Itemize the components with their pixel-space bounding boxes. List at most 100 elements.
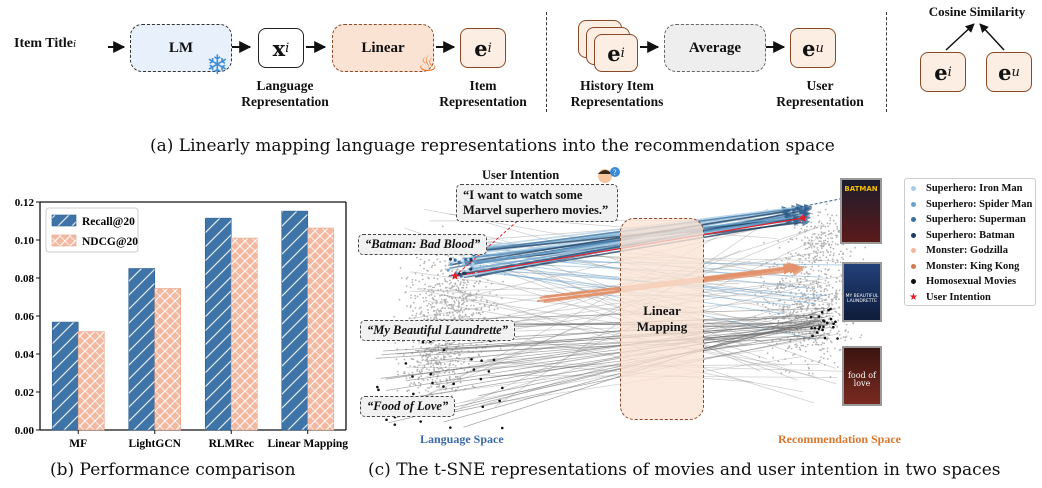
background-point [820,356,823,358]
background-point [842,258,845,261]
background-point [798,258,800,260]
poster-batman: BATMAN [840,178,882,244]
superhero-point [469,267,473,271]
background-point [815,282,818,285]
background-point [433,316,436,319]
background-point [463,316,465,318]
background-point [459,296,461,299]
background-point [489,292,491,294]
background-point [847,331,850,333]
background-point [833,307,836,310]
background-point [781,287,784,290]
background-point [456,311,459,314]
background-point [783,287,785,290]
background-point [818,296,820,299]
background-point [499,347,502,350]
background-point [784,358,787,360]
background-point [827,251,830,254]
legend-item: Monster: Godzilla [905,243,1035,259]
background-point [813,227,816,229]
background-point [835,214,838,217]
homosexual-movie-point [480,359,483,362]
background-point [437,362,440,365]
background-point [804,230,806,233]
background-point [454,359,457,362]
background-point [406,390,408,393]
background-point [424,283,426,286]
background-point [466,283,468,286]
background-point [844,330,847,332]
background-point [437,273,439,276]
homosexual-movie-point [500,426,504,430]
background-point [817,214,819,217]
background-point [458,354,460,357]
background-point [805,279,808,281]
background-point [803,284,805,287]
background-point [765,299,767,301]
background-point [794,286,797,289]
background-point [435,357,438,360]
background-point [826,358,829,360]
background-point [833,294,836,297]
background-point [838,253,841,256]
user-intention-pointer [454,209,531,277]
background-point [790,362,793,365]
background-point [814,343,817,346]
background-point [447,264,450,267]
background-point [436,283,439,285]
background-point [793,296,795,299]
background-point [406,276,409,279]
language-space-label: Language Space [420,432,504,446]
background-point [422,297,425,299]
background-point [814,339,817,342]
background-point [470,304,472,307]
background-point [461,344,464,346]
background-point [819,256,821,259]
background-point [481,296,483,298]
background-point [838,298,840,301]
background-point [825,242,827,245]
background-point [808,254,811,257]
background-point [438,343,441,345]
background-point [423,315,426,318]
background-point [826,303,829,306]
background-point [427,356,430,358]
background-point [465,297,468,300]
background-point [831,237,834,240]
background-point [415,256,418,259]
background-point [441,301,443,303]
homosexual-movie-point [821,328,824,332]
background-point [431,378,434,381]
background-point [825,256,828,259]
background-point [429,353,431,355]
background-point [813,341,815,344]
background-point [771,347,774,350]
background-point [421,370,423,373]
background-point [423,364,426,367]
background-point [419,313,422,315]
background-point [830,298,833,301]
background-point [827,237,829,240]
background-point [826,347,829,350]
background-point [776,264,779,267]
fire-icon: ♨ [418,52,438,77]
background-point [801,298,804,300]
background-point [833,361,836,364]
background-point [458,301,460,304]
background-point [835,298,837,301]
background-point [416,368,419,371]
background-point [437,283,440,286]
background-point [827,306,829,309]
background-point [813,232,816,235]
background-point [455,309,458,312]
background-point [445,298,447,301]
background-point [418,381,420,384]
background-point [842,252,844,255]
background-point [403,354,405,356]
background-point [804,345,807,348]
background-point [463,309,466,311]
background-point [468,308,470,310]
x-tick-label: MF [69,438,87,450]
background-point [804,236,806,239]
